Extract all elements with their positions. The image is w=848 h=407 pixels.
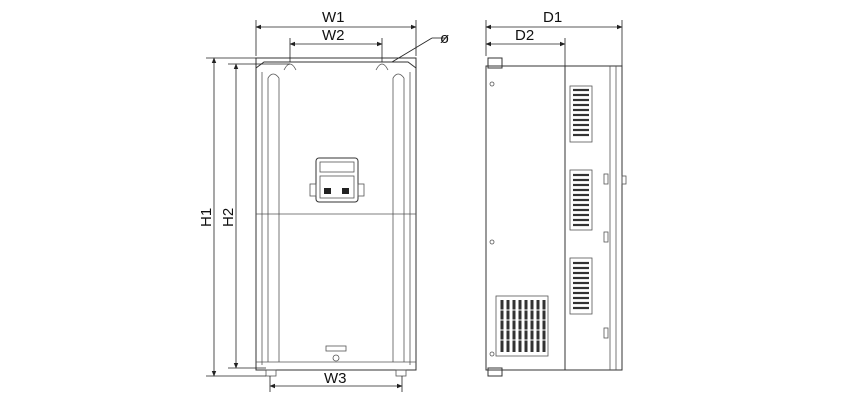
- vent-grid-lower: [569, 257, 593, 315]
- h1-label: H1: [198, 208, 215, 227]
- keypad-panel: [309, 157, 365, 203]
- diameter-label: ø: [440, 30, 449, 47]
- front-dimensions: W1 W2 ø H1 H2 W3: [198, 9, 449, 392]
- d1-label: D1: [543, 9, 562, 26]
- h2-label: H2: [220, 208, 237, 227]
- d2-label: D2: [515, 27, 534, 44]
- side-view: [485, 57, 627, 377]
- side-enclosure: [485, 65, 623, 371]
- vent-grid-top: [569, 85, 593, 143]
- side-dimensions: D1 D2: [485, 9, 623, 66]
- w1-label: W1: [322, 9, 345, 26]
- w3-label: W3: [324, 370, 347, 387]
- front-view: [255, 57, 417, 377]
- vent-grid-middle: [569, 169, 593, 231]
- w2-label: W2: [322, 27, 345, 44]
- vent-grid-bottom: [495, 295, 549, 357]
